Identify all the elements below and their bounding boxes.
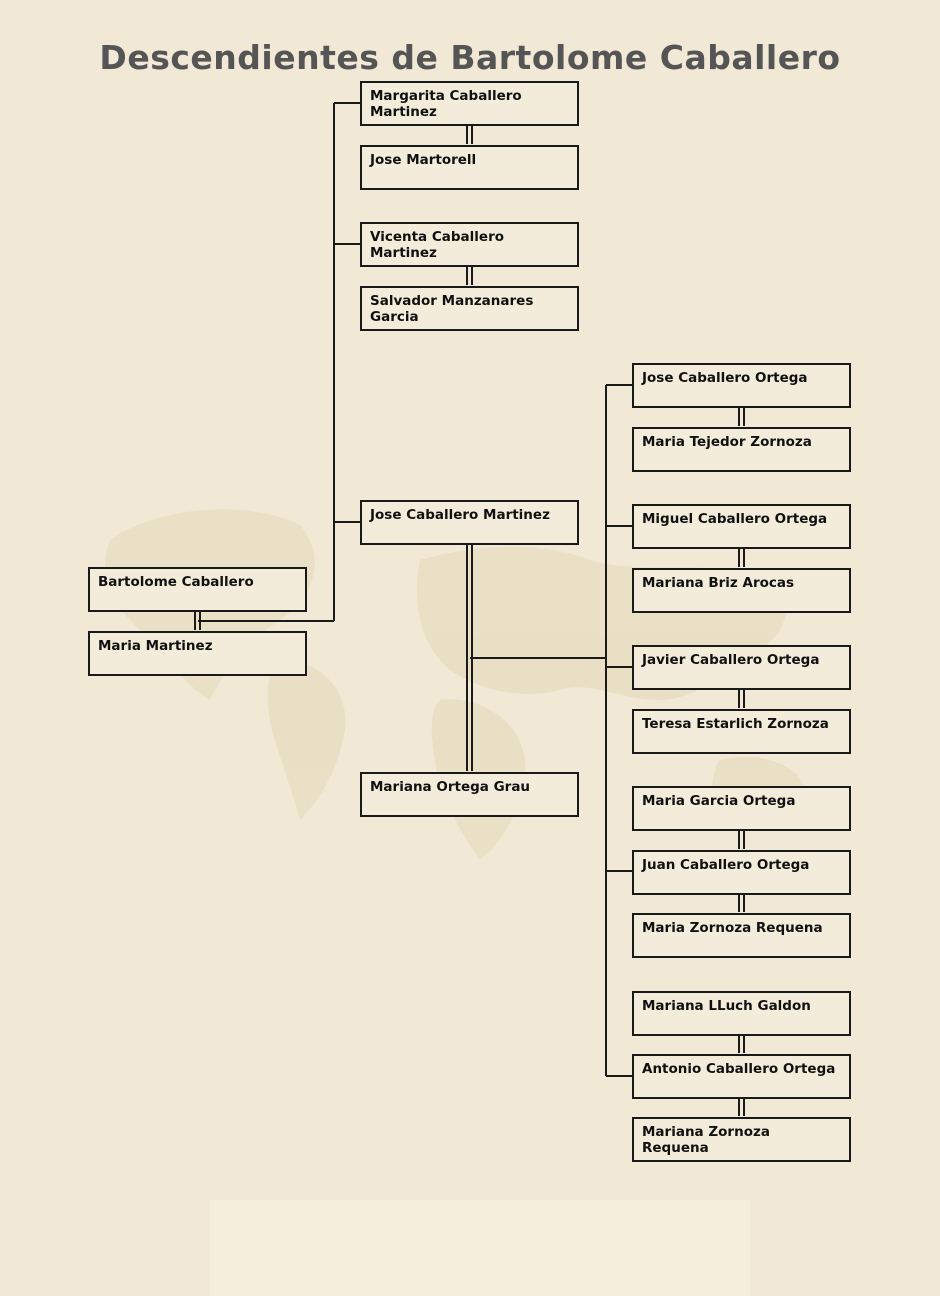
- person-box-vicenta-caballero-martinez: Vicenta Caballero Martinez: [360, 222, 579, 267]
- person-box-antonio-caballero-ortega: Antonio Caballero Ortega: [632, 1054, 851, 1099]
- person-box-jose-caballero-martinez: Jose Caballero Martinez: [360, 500, 579, 545]
- person-box-maria-zornoza-requena: Maria Zornoza Requena: [632, 913, 851, 958]
- person-box-maria-tejedor-zornoza: Maria Tejedor Zornoza: [632, 427, 851, 472]
- person-box-maria-martinez: Maria Martinez: [88, 631, 307, 676]
- person-box-teresa-estarlich-zornoza: Teresa Estarlich Zornoza: [632, 709, 851, 754]
- person-box-mariana-briz-arocas: Mariana Briz Arocas: [632, 568, 851, 613]
- person-box-javier-caballero-ortega: Javier Caballero Ortega: [632, 645, 851, 690]
- page-title: Descendientes de Bartolome Caballero: [99, 38, 841, 78]
- person-box-bartolome-caballero: Bartolome Caballero: [88, 567, 307, 612]
- bottom-fade-overlay: [210, 1200, 750, 1296]
- person-box-mariana-zornoza-requena: Mariana Zornoza Requena: [632, 1117, 851, 1162]
- person-box-jose-martorell: Jose Martorell: [360, 145, 579, 190]
- person-box-jose-caballero-ortega: Jose Caballero Ortega: [632, 363, 851, 408]
- person-box-mariana-lluch-galdon: Mariana LLuch Galdon: [632, 991, 851, 1036]
- person-box-miguel-caballero-ortega: Miguel Caballero Ortega: [632, 504, 851, 549]
- person-box-margarita-caballero-martinez: Margarita Caballero Martinez: [360, 81, 579, 126]
- person-box-mariana-ortega-grau: Mariana Ortega Grau: [360, 772, 579, 817]
- person-box-juan-caballero-ortega: Juan Caballero Ortega: [632, 850, 851, 895]
- person-box-salvador-manzanares-garcia: Salvador Manzanares Garcia: [360, 286, 579, 331]
- person-box-maria-garcia-ortega: Maria Garcia Ortega: [632, 786, 851, 831]
